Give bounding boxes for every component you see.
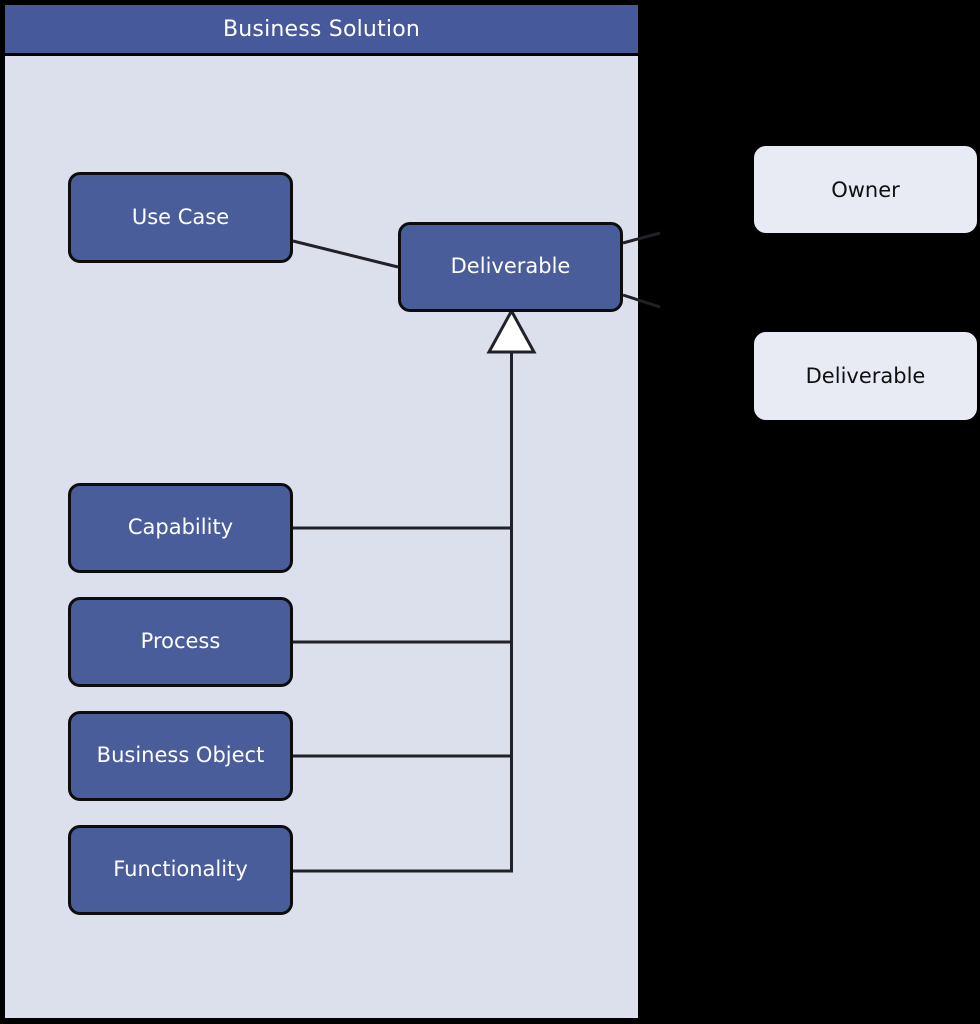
- package-title: Business Solution: [222, 16, 421, 42]
- node-label-use-case: Use Case: [131, 204, 230, 229]
- node-label-business-object: Business Object: [96, 743, 265, 768]
- chip-label-deliverable: Deliverable: [805, 364, 926, 388]
- node-capability[interactable]: Capability: [68, 483, 293, 573]
- chip-owner[interactable]: Owner: [754, 146, 977, 233]
- node-process[interactable]: Process: [68, 597, 293, 687]
- chip-label-owner: Owner: [831, 177, 900, 202]
- node-business-object[interactable]: Business Object: [68, 711, 293, 801]
- node-functionality[interactable]: Functionality: [68, 825, 293, 915]
- package-header: Business Solution: [5, 5, 638, 56]
- node-label-functionality: Functionality: [113, 857, 248, 882]
- node-use-case[interactable]: Use Case: [68, 172, 293, 263]
- node-deliverable[interactable]: Deliverable: [398, 222, 623, 312]
- node-label-process: Process: [140, 629, 221, 654]
- chip-deliverable[interactable]: Deliverable: [754, 332, 977, 420]
- node-label-deliverable: Deliverable: [450, 254, 571, 279]
- node-label-capability: Capability: [127, 515, 234, 540]
